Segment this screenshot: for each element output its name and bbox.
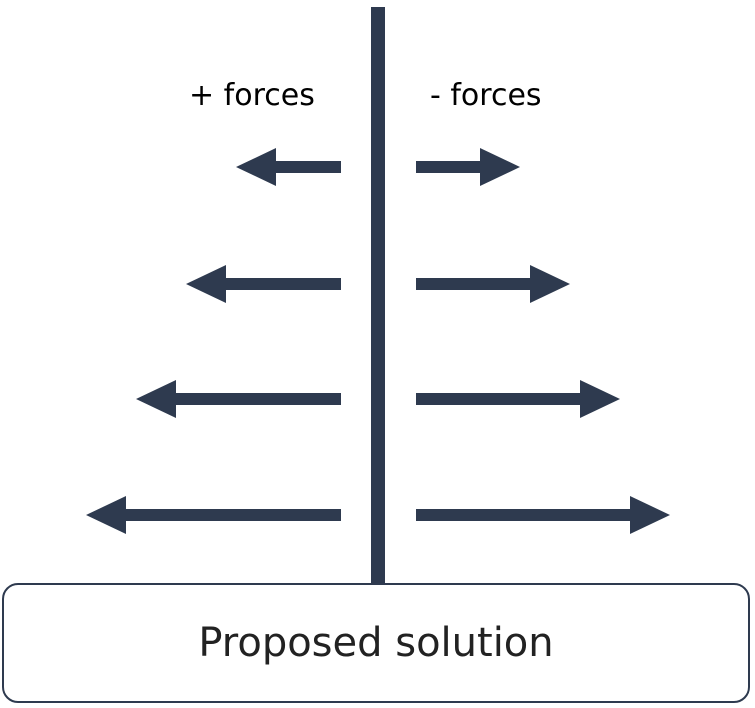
proposed-solution-box: Proposed solution — [2, 583, 750, 703]
center-divider-line — [371, 7, 385, 585]
negative-forces-label: - forces — [430, 78, 542, 113]
positive-force-arrow-2 — [186, 265, 341, 303]
positive-force-arrow-3 — [136, 380, 341, 418]
positive-force-arrow-4 — [86, 496, 341, 534]
negative-force-arrow-1 — [416, 148, 520, 186]
proposed-solution-label: Proposed solution — [198, 620, 554, 666]
negative-force-arrow-4 — [416, 496, 670, 534]
negative-force-arrow-3 — [416, 380, 620, 418]
negative-force-arrow-2 — [416, 265, 570, 303]
positive-forces-label: + forces — [189, 78, 315, 113]
positive-force-arrow-1 — [236, 148, 341, 186]
